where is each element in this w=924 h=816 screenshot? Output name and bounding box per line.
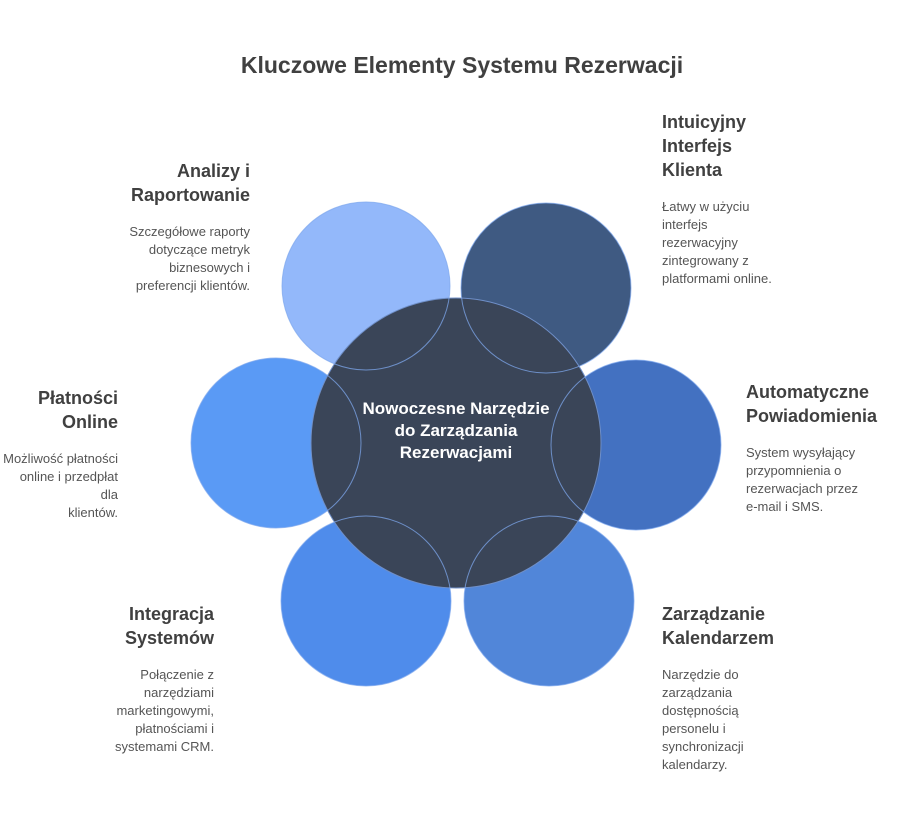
center-circle bbox=[310, 297, 602, 589]
node-description: Szczegółowe raporty dotyczące metryk biz… bbox=[129, 224, 250, 293]
node-description: Narzędzie do zarządzania dostępnością pe… bbox=[662, 667, 744, 772]
node-description: Połączenie z narzędziami marketingowymi,… bbox=[115, 667, 214, 754]
node-calendar: Zarządzanie Kalendarzem Narzędzie do zar… bbox=[662, 602, 774, 774]
node-title: Płatności Online bbox=[37, 388, 118, 432]
node-integration: Integracja Systemów Połączenie z narzędz… bbox=[115, 602, 214, 756]
node-title: Zarządzanie Kalendarzem bbox=[662, 604, 775, 648]
node-payments: Płatności Online Możliwość płatności onl… bbox=[0, 386, 118, 522]
node-title: Intuicyjny Interfejs Klienta bbox=[662, 112, 747, 180]
diagram-title: Kluczowe Elementy Systemu Rezerwacji bbox=[240, 52, 684, 78]
petal-outlines bbox=[190, 201, 722, 687]
node-title: Analizy i Raportowanie bbox=[130, 161, 250, 205]
node-description: System wysyłający przypomnienia o rezerw… bbox=[746, 445, 858, 514]
node-notifications: Automatyczne Powiadomienia System wysyła… bbox=[746, 380, 877, 516]
node-title: Integracja Systemów bbox=[124, 604, 214, 648]
center-label: Nowoczesne Narzędzie do Zarządzania Reze… bbox=[362, 399, 550, 462]
node-description: Łatwy w użyciu interfejs rezerwacyjny zi… bbox=[662, 199, 772, 286]
node-client-interface: Intuicyjny Interfejs Klienta Łatwy w uży… bbox=[662, 110, 772, 288]
node-analytics: Analizy i Raportowanie Szczegółowe rapor… bbox=[129, 159, 250, 295]
node-title: Automatyczne Powiadomienia bbox=[746, 382, 878, 426]
node-description: Możliwość płatności online i przedpłat d… bbox=[3, 451, 118, 520]
